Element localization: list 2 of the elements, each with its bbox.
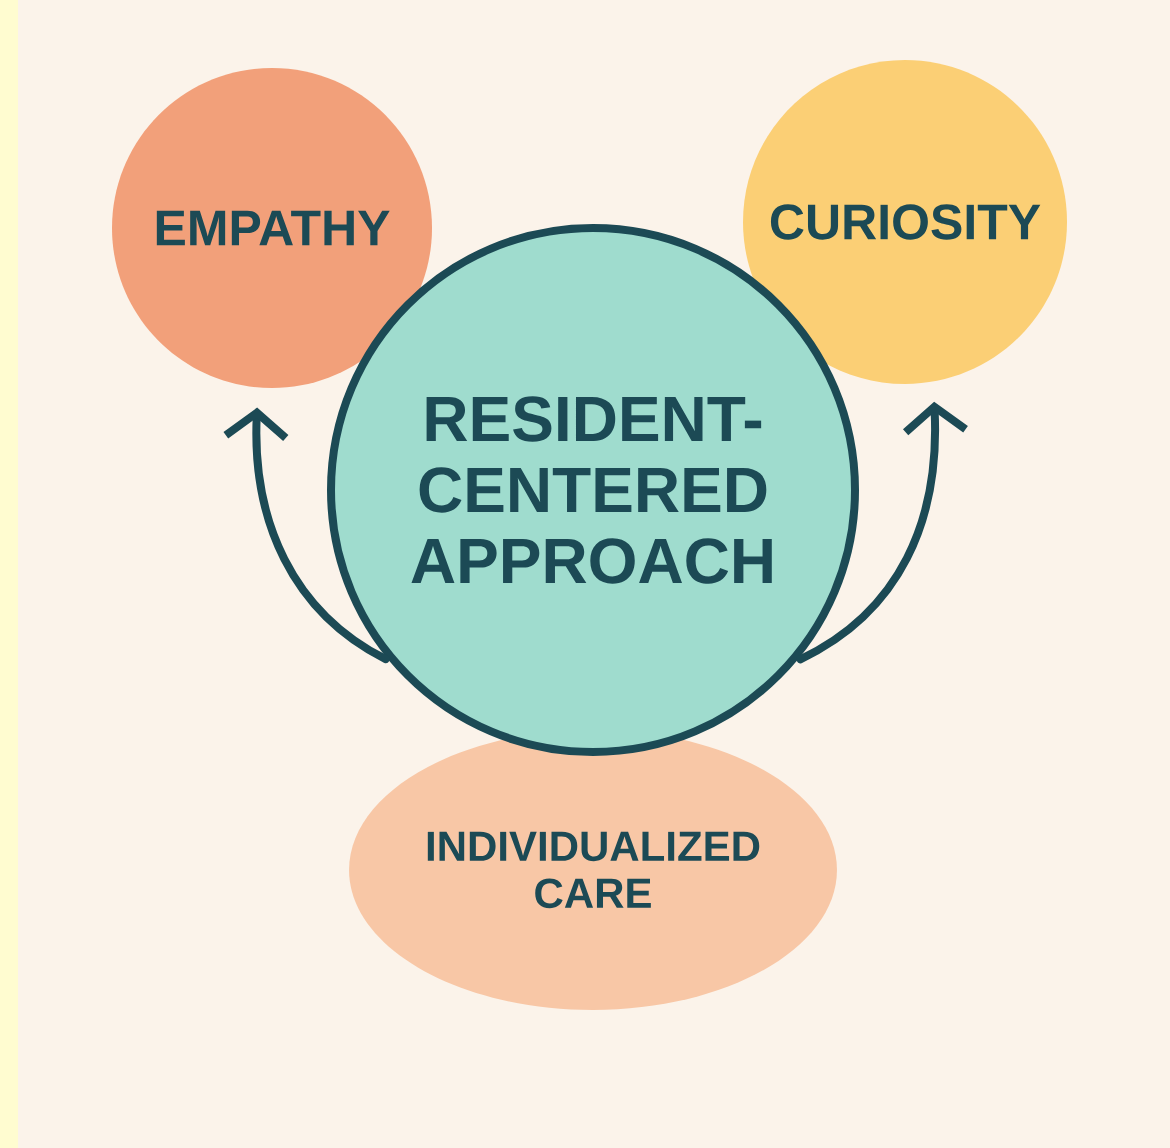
curved-arrow xyxy=(223,407,390,664)
curved-arrow xyxy=(796,401,968,664)
